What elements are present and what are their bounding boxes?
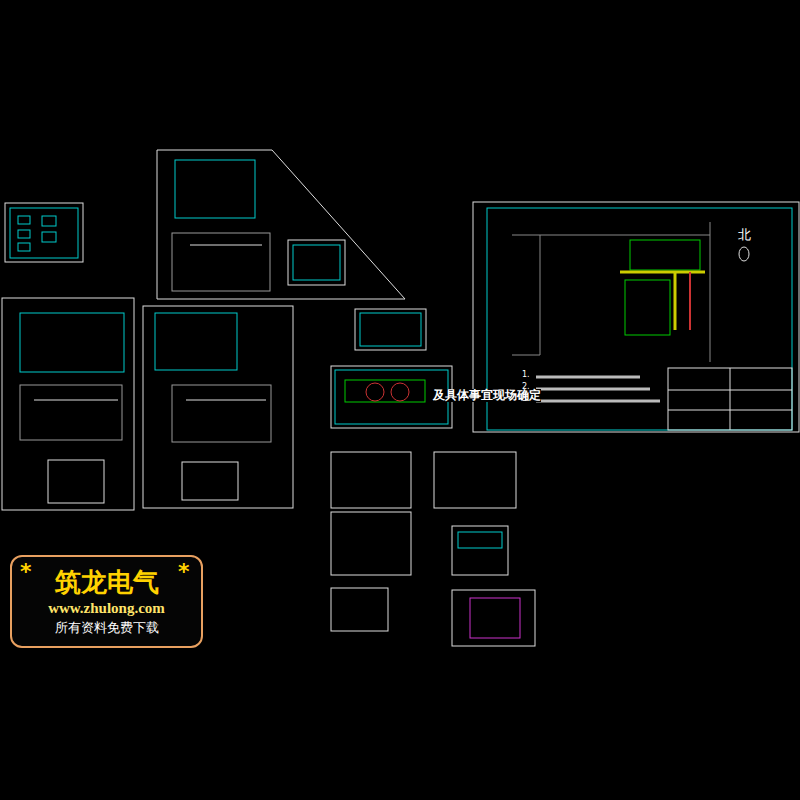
- watermark-text: 所有资料免费下载: [55, 621, 159, 635]
- star-mark: *: [20, 560, 32, 584]
- star-mark: *: [178, 560, 190, 584]
- note-number: 1.: [522, 371, 530, 380]
- note-number: 2.: [522, 383, 530, 392]
- watermark-box: 筑龙电气 www.zhulong.com 所有资料免费下载: [10, 555, 203, 648]
- north-arrow-label: 北: [738, 228, 751, 242]
- watermark-text: 筑龙电气: [55, 568, 159, 597]
- note-number: 3.: [522, 395, 530, 404]
- watermark-text: www.zhulong.com: [48, 600, 165, 617]
